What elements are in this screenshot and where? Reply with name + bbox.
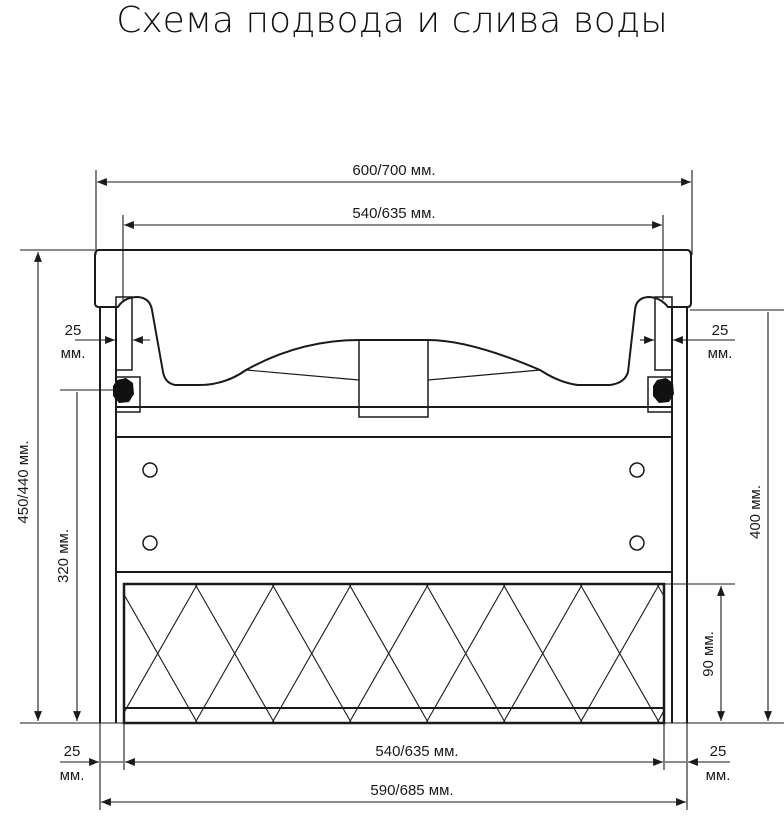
lattice-line bbox=[348, 584, 429, 723]
lattice-line bbox=[656, 584, 664, 598]
left-offset-value: 25 bbox=[65, 322, 82, 339]
page-title: Схема подвода и слива воды bbox=[116, 0, 668, 41]
lattice-line bbox=[425, 584, 506, 723]
left-offset-unit: мм. bbox=[61, 345, 86, 362]
mount-hole bbox=[142, 462, 158, 478]
lattice-line bbox=[194, 584, 275, 723]
mount-hole bbox=[629, 535, 645, 551]
lattice-line bbox=[0, 584, 43, 723]
drain-outlet bbox=[358, 339, 429, 418]
supply-height-label: 320 мм. bbox=[55, 529, 72, 583]
bottom-right-unit: мм. bbox=[706, 767, 731, 784]
lattice-line bbox=[579, 584, 660, 723]
bottom-right-value: 25 bbox=[710, 743, 727, 760]
lower-drawer-front bbox=[122, 582, 666, 725]
dimension-labels: 600/700 мм. 540/635 мм. 25 мм. 25 мм. 45… bbox=[15, 162, 764, 799]
bottom-inner-width-label: 540/635 мм. bbox=[375, 743, 458, 760]
valve-knob-icon bbox=[653, 378, 674, 403]
mount-hole bbox=[629, 462, 645, 478]
lattice-line bbox=[656, 709, 664, 723]
lattice-line bbox=[271, 584, 352, 723]
lattice-line bbox=[734, 584, 784, 723]
lattice-line bbox=[41, 584, 120, 723]
drain-height-label: 400 мм. bbox=[747, 485, 764, 539]
right-supply-pipe bbox=[647, 296, 674, 413]
bottom-left-unit: мм. bbox=[60, 767, 85, 784]
top-inner-width-label: 540/635 мм. bbox=[352, 205, 435, 222]
mount-hole bbox=[142, 535, 158, 551]
right-offset-value: 25 bbox=[712, 322, 729, 339]
bottom-width-label: 590/685 мм. bbox=[370, 782, 453, 799]
lattice-line bbox=[41, 584, 120, 723]
bottom-left-value: 25 bbox=[64, 743, 81, 760]
total-height-label: 450/440 мм. bbox=[15, 440, 32, 523]
lattice-line bbox=[502, 584, 583, 723]
dimension-lines bbox=[20, 170, 784, 810]
valve-knob-icon bbox=[113, 378, 134, 403]
diamond-pattern bbox=[0, 584, 784, 723]
plinth-height-label: 90 мм. bbox=[700, 631, 717, 677]
lattice-line bbox=[124, 584, 198, 714]
sink-countertop bbox=[94, 249, 692, 418]
lattice-line bbox=[0, 584, 43, 723]
cabinet bbox=[0, 307, 784, 725]
right-offset-unit: мм. bbox=[708, 345, 733, 362]
lattice-line bbox=[734, 584, 784, 723]
left-supply-pipe bbox=[113, 296, 141, 413]
top-width-label: 600/700 мм. bbox=[352, 162, 435, 179]
